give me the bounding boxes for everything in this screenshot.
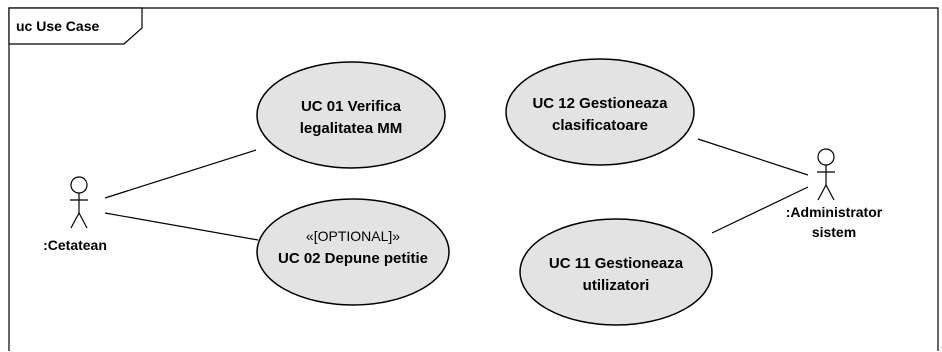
use-case-label-line1: UC 02 Depune petitie bbox=[278, 250, 428, 267]
association-admin-uc12 bbox=[697, 138, 809, 176]
use-case-uc11[interactable]: UC 11 Gestioneaza utilizatori bbox=[519, 218, 713, 326]
actor-cetatean[interactable]: :Cetatean bbox=[43, 176, 107, 253]
use-case-label-line1: UC 01 Verifica bbox=[301, 98, 402, 115]
actor-label-line2: sistem bbox=[812, 224, 856, 240]
association-cetatean-uc01 bbox=[104, 149, 257, 199]
actor-administrator-sistem[interactable]: :Administrator sistem bbox=[786, 148, 883, 240]
actor-label: :Cetatean bbox=[43, 237, 107, 253]
use-case-label-line1: UC 11 Gestioneaza bbox=[549, 255, 684, 272]
use-case-label-line2: clasificatoare bbox=[552, 117, 648, 134]
association-admin-uc11 bbox=[711, 186, 809, 234]
association-cetatean-uc02 bbox=[104, 212, 259, 241]
frame-title: uc Use Case bbox=[16, 18, 99, 34]
use-case-uc01[interactable]: UC 01 Verifica legalitatea MM bbox=[256, 61, 446, 169]
frame-tab bbox=[8, 7, 143, 45]
diagram-frame: uc Use Case bbox=[8, 7, 939, 351]
use-case-ellipse bbox=[519, 218, 713, 326]
use-case-ellipse bbox=[505, 58, 695, 166]
use-case-uc02[interactable]: «[OPTIONAL]» UC 02 Depune petitie bbox=[256, 198, 450, 306]
actor-stick-figure-icon bbox=[817, 148, 835, 201]
actor-label-line1: :Administrator bbox=[786, 204, 883, 220]
use-case-ellipse bbox=[256, 198, 450, 306]
use-case-label-line1: UC 12 Gestioneaza bbox=[532, 95, 668, 112]
use-case-label-line2: utilizatori bbox=[583, 277, 650, 294]
actor-stick-figure-icon bbox=[70, 176, 88, 229]
use-case-label-line2: legalitatea MM bbox=[300, 120, 403, 137]
frame-border bbox=[8, 7, 939, 351]
use-case-ellipse bbox=[256, 61, 446, 169]
use-case-uc12[interactable]: UC 12 Gestioneaza clasificatoare bbox=[505, 58, 695, 166]
use-case-stereotype: «[OPTIONAL]» bbox=[306, 228, 400, 244]
